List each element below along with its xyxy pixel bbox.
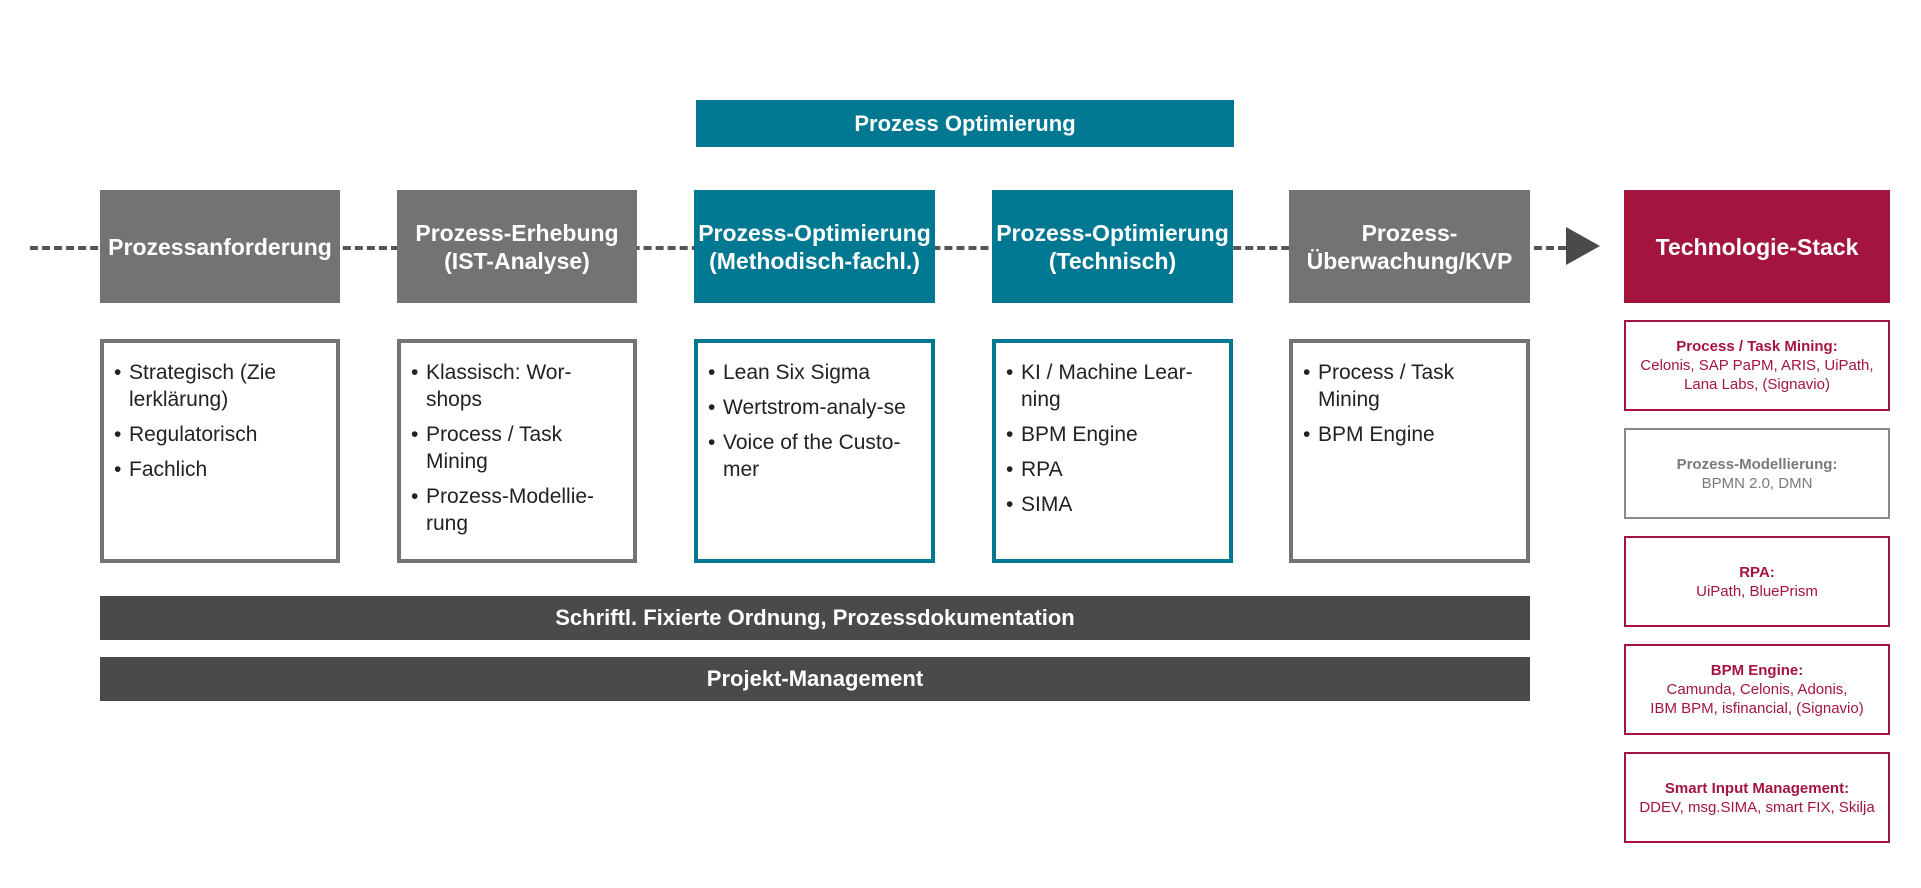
list-item: Klassisch: Wor-shops	[411, 359, 623, 413]
phase-label: Prozessanforderung	[108, 233, 332, 260]
list-item: RPA	[1006, 456, 1219, 483]
project-management-bar: Projekt-Management	[100, 657, 1530, 701]
documentation-label: Schriftl. Fixierte Ordnung, Prozessdokum…	[555, 605, 1075, 630]
phase-item-list: KI / Machine Lear-ning BPM Engine RPA SI…	[1006, 359, 1219, 518]
tech-stack-title: Technologie-Stack	[1655, 233, 1859, 260]
tech-entry-title: Prozess-Modellierung:	[1676, 455, 1838, 473]
phase-item-list: Klassisch: Wor-shops Process / Task Mini…	[411, 359, 623, 537]
technologie-stack-header: Technologie-Stack	[1624, 190, 1890, 303]
phase-box-optimierung-technisch: KI / Machine Lear-ning BPM Engine RPA SI…	[992, 339, 1233, 563]
tech-entry-line: Camunda, Celonis, Adonis,	[1666, 681, 1848, 698]
list-item: Prozess-Modellie-rung	[411, 483, 623, 537]
phase-box-prozessanforderung: Strategisch (Zie lerklärung) Regulatoris…	[100, 339, 340, 563]
tech-entry-title: RPA:	[1739, 563, 1775, 581]
list-item: Process / Task Mining	[1303, 359, 1516, 413]
phase-header-prozessanforderung: Prozessanforderung	[100, 190, 340, 303]
phase-label: Prozess-Optimierung (Methodisch-fachl.)	[698, 219, 931, 274]
phase-label: Prozess-Optimierung (Technisch)	[996, 219, 1229, 274]
flow-arrow-icon	[1566, 227, 1600, 265]
phase-item-list: Lean Six Sigma Wertstrom-analy-se Voice …	[708, 359, 921, 483]
list-item: BPM Engine	[1303, 421, 1516, 448]
list-item: Strategisch (Zie lerklärung)	[114, 359, 326, 413]
tech-entry-line: Celonis, SAP PaPM, ARIS, UiPath,	[1640, 357, 1874, 374]
phase-label: Prozess-Überwachung/KVP	[1306, 219, 1513, 274]
banner-label: Prozess Optimierung	[854, 110, 1076, 136]
tech-entry-rpa: RPA: UiPath, BluePrism	[1624, 536, 1890, 627]
phase-header-prozess-erhebung: Prozess-Erhebung (IST-Analyse)	[397, 190, 637, 303]
phase-box-prozess-erhebung: Klassisch: Wor-shops Process / Task Mini…	[397, 339, 637, 563]
phase-label: Prozess-Erhebung (IST-Analyse)	[415, 219, 619, 274]
tech-entry-line: Lana Labs, (Signavio)	[1684, 376, 1830, 393]
phase-header-optimierung-methodisch: Prozess-Optimierung (Methodisch-fachl.)	[694, 190, 935, 303]
tech-entry-bpm-engine: BPM Engine: Camunda, Celonis, Adonis, IB…	[1624, 644, 1890, 735]
list-item: SIMA	[1006, 491, 1219, 518]
tech-entry-line: IBM BPM, isfinancial, (Signavio)	[1650, 700, 1864, 717]
project-management-label: Projekt-Management	[706, 666, 924, 691]
list-item: Voice of the Custo-mer	[708, 429, 921, 483]
list-item: BPM Engine	[1006, 421, 1219, 448]
tech-entry-prozess-modellierung: Prozess-Modellierung: BPMN 2.0, DMN	[1624, 428, 1890, 519]
list-item: Wertstrom-analy-se	[708, 394, 921, 421]
prozess-optimierung-banner: Prozess Optimierung	[696, 100, 1234, 147]
list-item: Lean Six Sigma	[708, 359, 921, 386]
list-item: Fachlich	[114, 456, 326, 483]
phase-header-ueberwachung: Prozess-Überwachung/KVP	[1289, 190, 1530, 303]
phase-header-optimierung-technisch: Prozess-Optimierung (Technisch)	[992, 190, 1233, 303]
list-item: Regulatorisch	[114, 421, 326, 448]
phase-item-list: Process / Task Mining BPM Engine	[1303, 359, 1516, 448]
list-item: Process / Task Mining	[411, 421, 623, 475]
tech-entry-smart-input-management: Smart Input Management: DDEV, msg.SIMA, …	[1624, 752, 1890, 843]
tech-entry-line: UiPath, BluePrism	[1696, 582, 1818, 600]
list-item: KI / Machine Lear-ning	[1006, 359, 1219, 413]
tech-entry-line: DDEV, msg.SIMA, smart FIX, Skilja	[1639, 798, 1875, 816]
phase-item-list: Strategisch (Zie lerklärung) Regulatoris…	[114, 359, 326, 483]
tech-entry-title: Process / Task Mining:	[1676, 338, 1838, 355]
tech-entry-process-task-mining: Process / Task Mining: Celonis, SAP PaPM…	[1624, 320, 1890, 411]
tech-entry-line: BPMN 2.0, DMN	[1701, 474, 1813, 492]
documentation-bar: Schriftl. Fixierte Ordnung, Prozessdokum…	[100, 596, 1530, 640]
phase-box-optimierung-methodisch: Lean Six Sigma Wertstrom-analy-se Voice …	[694, 339, 935, 563]
tech-entry-title: BPM Engine:	[1710, 662, 1804, 679]
phase-box-ueberwachung: Process / Task Mining BPM Engine	[1289, 339, 1530, 563]
tech-entry-title: Smart Input Management:	[1664, 779, 1850, 797]
